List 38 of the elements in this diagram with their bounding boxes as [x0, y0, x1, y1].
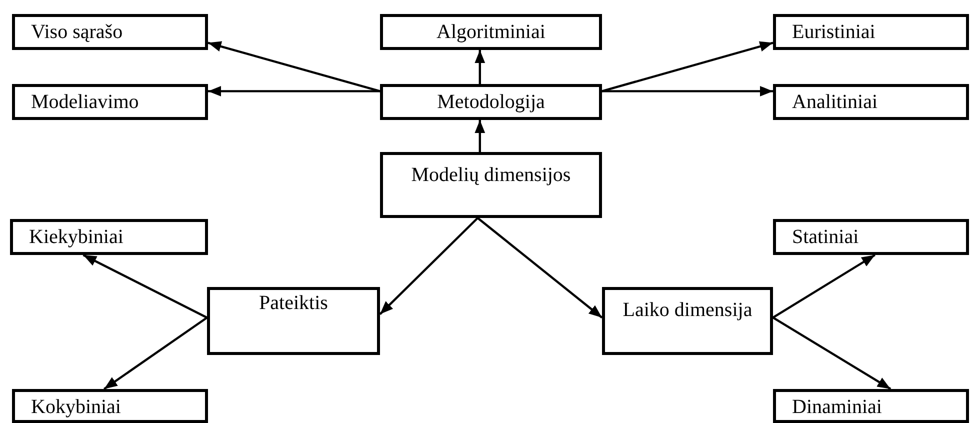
- concept-box: [12, 84, 208, 120]
- arrow: [379, 217, 478, 315]
- node-label: Laiko dimensija: [622, 298, 754, 323]
- arrow: [208, 41, 380, 92]
- node-label: Dinaminiai: [792, 396, 882, 418]
- concept-box: [10, 219, 208, 255]
- concept-box: [12, 389, 208, 423]
- concept-box: [380, 84, 602, 120]
- arrow: [477, 217, 603, 318]
- node-label: Kokybiniai: [31, 396, 121, 418]
- node-label: Statiniai: [792, 226, 859, 248]
- node-label: Kiekybiniai: [29, 226, 124, 248]
- arrow: [82, 254, 208, 319]
- arrow: [602, 41, 774, 92]
- node-label: Pateiktis: [258, 292, 329, 314]
- node-label: Analitiniai: [792, 91, 878, 113]
- concept-box: [773, 84, 969, 120]
- arrow: [474, 120, 486, 152]
- arrow: [474, 50, 486, 84]
- concept-box: [207, 287, 380, 355]
- arrow: [104, 316, 208, 390]
- arrow: [602, 86, 773, 96]
- concept-box: [773, 389, 969, 423]
- node-label: Viso sąrašo: [31, 21, 123, 43]
- concept-box: [12, 14, 208, 50]
- node-label: Metodologija: [436, 91, 546, 113]
- concept-box: [773, 219, 969, 255]
- concept-box: [380, 14, 602, 50]
- node-label: Modeliavimo: [31, 91, 139, 113]
- arrow: [772, 254, 876, 319]
- concept-box: [380, 152, 602, 218]
- node-label: Modelių dimensijos: [410, 163, 572, 188]
- arrow: [208, 86, 380, 96]
- node-label: Algoritminiai: [436, 21, 546, 43]
- node-label: Euristiniai: [792, 21, 876, 43]
- arrow: [772, 316, 892, 390]
- concept-box: [773, 14, 969, 50]
- concept-box: [602, 287, 773, 355]
